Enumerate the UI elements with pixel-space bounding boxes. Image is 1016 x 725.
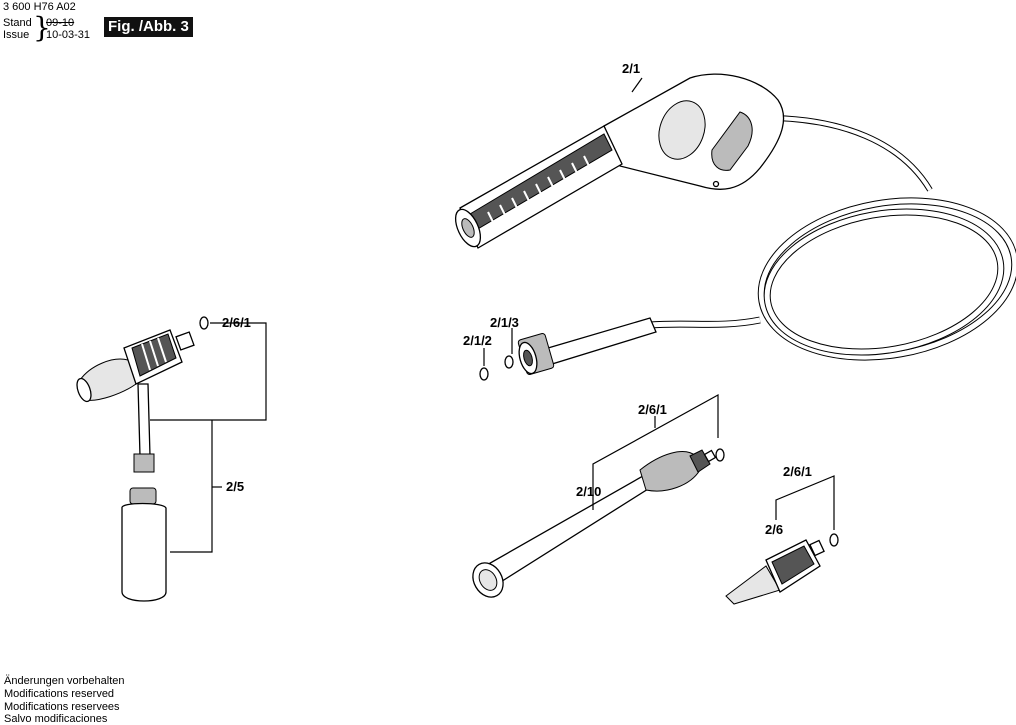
figure-badge: Fig. /Abb. 3 xyxy=(104,17,193,37)
lance-oring-icon xyxy=(715,448,725,462)
callout-gun: 2/1 xyxy=(622,61,640,76)
stand-date: 09-10 xyxy=(46,17,75,29)
lance-icon xyxy=(472,449,717,598)
o-ring-icon xyxy=(479,355,514,381)
nozzle-oring-icon xyxy=(829,533,839,547)
issue-label: Issue xyxy=(3,29,30,41)
footer-note-en: Modifications reserved xyxy=(4,688,115,700)
hose-coil-icon xyxy=(649,115,1016,361)
spray-gun-icon xyxy=(454,73,785,249)
callout-lance: 2/10 xyxy=(576,484,601,499)
callout-foam-nozzle-oring: 2/6/1 xyxy=(222,315,251,330)
callout-lance-oring: 2/6/1 xyxy=(638,402,667,417)
footer-note-de: Änderungen vorbehalten xyxy=(4,675,125,687)
foam-bottle-icon xyxy=(121,487,167,602)
issue-date: 10-03-31 xyxy=(46,29,91,41)
footer-note-fr: Modifications reservees xyxy=(4,701,120,713)
footer-note-es: Salvo modificaciones xyxy=(4,713,108,725)
callout-hose-connector: 2/1/3 xyxy=(490,315,519,330)
hose-connector-icon xyxy=(517,317,657,375)
document-number: 3 600 H76 A02 xyxy=(3,1,76,13)
callout-nozzle: 2/6 xyxy=(765,522,783,537)
nozzle-icon xyxy=(725,539,825,605)
date-brace-icon: } xyxy=(33,11,51,44)
callout-foam-nozzle: 2/5 xyxy=(226,479,244,494)
callout-hose-oring: 2/1/2 xyxy=(463,333,492,348)
foam-nozzle-oring-icon xyxy=(199,316,209,330)
callout-nozzle-oring: 2/6/1 xyxy=(783,464,812,479)
stand-label: Stand xyxy=(3,17,32,29)
foam-nozzle-icon xyxy=(76,329,195,473)
